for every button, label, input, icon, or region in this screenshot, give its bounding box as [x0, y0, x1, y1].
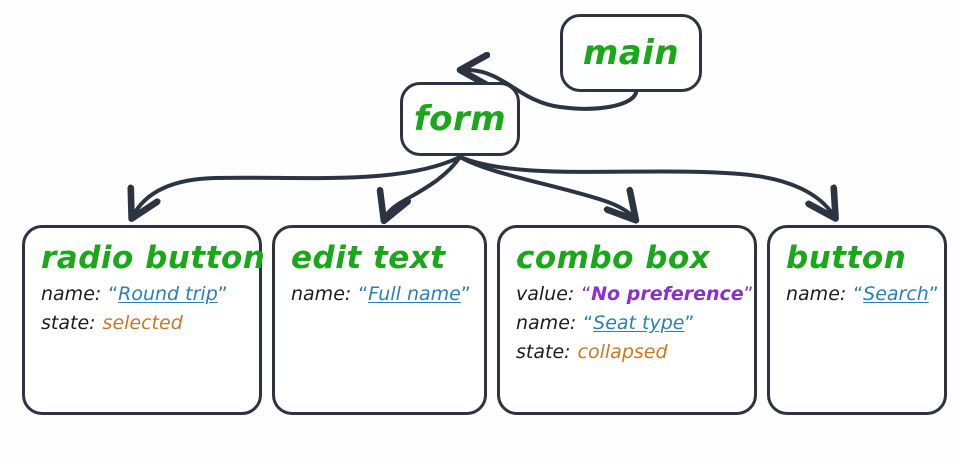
node-main[interactable]: main: [560, 14, 702, 92]
prop-value-state: selected: [102, 312, 183, 334]
node-button[interactable]: button name: “ Search ”: [767, 225, 947, 415]
quote-close: ”: [217, 283, 228, 305]
combo-box-prop-value: value: “ No preference ”: [516, 283, 754, 305]
form-to-radio-button-arrow: [133, 155, 462, 216]
node-combo-box-title: combo box: [516, 240, 711, 276]
quote-open: “: [581, 283, 592, 305]
quote-close: ”: [928, 283, 939, 305]
node-edit-text[interactable]: edit text name: “ Full name ”: [272, 225, 487, 415]
prop-key-state: state:: [516, 341, 571, 363]
node-main-title: main: [582, 33, 680, 73]
node-form-title: form: [413, 99, 507, 139]
prop-key-name: name:: [786, 283, 847, 305]
node-radio-button[interactable]: radio button name: “ Round trip ” state:…: [22, 225, 266, 415]
node-radio-button-title: radio button: [41, 240, 266, 276]
node-combo-box-body: combo box value: “ No preference ” name:…: [500, 228, 754, 373]
form-to-combo-box-arrow: [458, 155, 634, 218]
prop-value-name: Search: [863, 283, 929, 305]
node-radio-button-body: radio button name: “ Round trip ” state:…: [25, 228, 266, 344]
prop-value-value: No preference: [591, 283, 744, 305]
prop-value-name: Full name: [368, 283, 461, 305]
prop-value-name: Seat type: [593, 312, 685, 334]
edit-text-prop-name: name: “ Full name ”: [291, 283, 471, 305]
quote-close: ”: [684, 312, 695, 334]
form-to-edit-text-arrow: [385, 155, 462, 218]
prop-key-name: name:: [516, 312, 577, 334]
quote-close: ”: [460, 283, 471, 305]
radio-button-prop-state: state: selected: [41, 312, 243, 334]
prop-key-name: name:: [41, 283, 102, 305]
prop-value-state: collapsed: [577, 341, 668, 363]
button-prop-name: name: “ Search ”: [786, 283, 939, 305]
quote-open: “: [108, 283, 119, 305]
node-button-title: button: [786, 240, 907, 276]
quote-close: ”: [743, 283, 754, 305]
combo-box-prop-name: name: “ Seat type ”: [516, 312, 738, 334]
node-button-body: button name: “ Search ”: [770, 228, 944, 315]
node-combo-box[interactable]: combo box value: “ No preference ” name:…: [497, 225, 757, 415]
quote-open: “: [358, 283, 369, 305]
prop-key-name: name:: [291, 283, 352, 305]
node-edit-text-body: edit text name: “ Full name ”: [275, 228, 484, 315]
form-to-button-arrow: [458, 155, 834, 216]
radio-button-prop-name: name: “ Round trip ”: [41, 283, 243, 305]
prop-key-state: state:: [41, 312, 96, 334]
quote-open: “: [583, 312, 594, 334]
prop-value-name: Round trip: [118, 283, 218, 305]
quote-open: “: [853, 283, 864, 305]
combo-box-prop-state: state: collapsed: [516, 341, 738, 363]
node-edit-text-title: edit text: [291, 240, 446, 276]
prop-key-value: value:: [516, 283, 575, 305]
node-form[interactable]: form: [400, 82, 520, 156]
